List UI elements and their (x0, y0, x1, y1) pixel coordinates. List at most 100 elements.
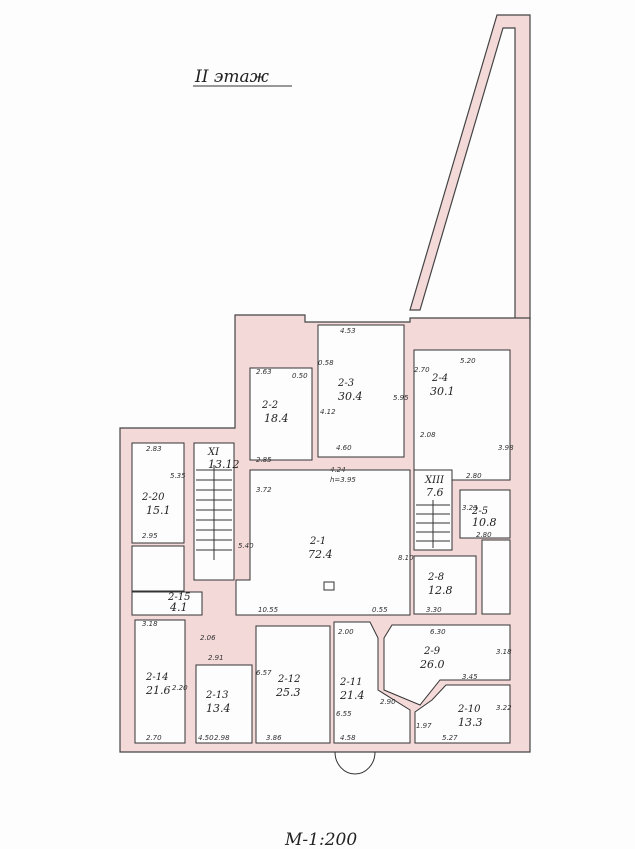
entrance-porch (334, 751, 376, 775)
room-id: 2-12 (277, 674, 300, 685)
dimension: 2.80 (466, 472, 482, 480)
dimension: 2.20 (172, 684, 188, 692)
room-id: 2-10 (457, 704, 481, 715)
room-2-13 (195, 664, 253, 744)
rooms (131, 324, 511, 744)
room-id: 2-15 (167, 592, 190, 603)
dimension: 4.60 (336, 444, 352, 452)
room-2-1 (235, 469, 411, 616)
room-area: 26.0 (419, 658, 445, 671)
room-2-12 (255, 625, 331, 744)
room-2-14 (134, 619, 186, 744)
annex-wall (409, 14, 531, 321)
dimension: 2.70 (414, 366, 430, 374)
room-id: 2-4 (431, 373, 448, 384)
room-id: 2-5 (471, 506, 488, 517)
dimension: 8.10 (398, 554, 414, 562)
room-area: 25.3 (275, 686, 301, 699)
dimension: 4.50 (198, 734, 214, 742)
room-id: 2-1 (309, 536, 326, 547)
dimension: 2.91 (208, 654, 224, 662)
dimension: 2.90 (380, 698, 396, 706)
dimension: 3.22 (496, 704, 512, 712)
dimension: 3.18 (496, 648, 512, 656)
stair-id: XIII (424, 475, 445, 486)
room-area: 15.1 (146, 504, 171, 517)
dimension: 6.55 (336, 710, 352, 718)
room-labels: 2-2 18.4 2-3 30.4 2-4 30.1 2-20 15.1 XI … (141, 373, 497, 729)
dimension: 3.86 (266, 734, 282, 742)
room-area: 13.3 (458, 716, 483, 729)
dimension: 1.97 (416, 722, 432, 730)
room-area: 21.4 (339, 689, 365, 702)
dimension: 3.72 (256, 486, 272, 494)
dimension: 3.23 (462, 504, 478, 512)
dimension: 4.53 (340, 327, 356, 335)
room-id: 2-11 (339, 677, 362, 688)
stair-area: 13.12 (208, 458, 240, 471)
column (323, 581, 335, 591)
dimension: 2.63 (256, 368, 272, 376)
dimension: 2.00 (338, 628, 354, 636)
dimension: 10.55 (258, 606, 279, 614)
room-2-15 (131, 591, 203, 616)
stair-id: XI (207, 447, 220, 458)
room-2-20 (131, 442, 185, 544)
room-id: 2-13 (205, 690, 228, 701)
dimension: 2.70 (146, 734, 162, 742)
room-area: 10.8 (472, 516, 497, 529)
dimension: 0.50 (292, 372, 308, 380)
room-area: 72.4 (308, 548, 333, 561)
stair-treads (196, 465, 450, 560)
dimension: 3.18 (142, 620, 158, 628)
dimension: 5.95 (393, 394, 409, 402)
scale-label: М-1:200 (284, 830, 357, 849)
dimension: 6.57 (256, 669, 272, 677)
dimension: 2.95 (142, 532, 158, 540)
dimension: 3.30 (426, 606, 442, 614)
dimension: 2.83 (146, 445, 162, 453)
dimension: 0.58 (318, 359, 334, 367)
dimension: 4.24 (330, 466, 346, 474)
dimension: h=3.95 (330, 476, 356, 484)
room-area: 4.1 (169, 601, 188, 614)
room-2-9 (383, 624, 511, 706)
room-id: 2-20 (141, 492, 165, 503)
room-area: 13.4 (206, 702, 231, 715)
dimension: 3.45 (462, 673, 478, 681)
dimension: 2.85 (256, 456, 272, 464)
dimension: 5.35 (170, 472, 186, 480)
dimension: 5.27 (442, 734, 458, 742)
room-2-5 (459, 489, 511, 539)
wc-block (481, 539, 511, 615)
dimension: 4.12 (320, 408, 336, 416)
room-2-3 (317, 324, 405, 458)
dimension: 3.98 (498, 444, 514, 452)
dimension: 2.06 (200, 634, 216, 642)
room-id: 2-8 (427, 572, 444, 583)
room-2-11 (333, 621, 411, 744)
dimension: 5.40 (238, 542, 254, 550)
room-2-4 (413, 349, 511, 481)
room-area: 12.8 (428, 584, 453, 597)
room-area: 21.6 (145, 684, 171, 697)
dimension-labels: 2.63 0.50 4.53 0.58 5.20 2.70 5.95 4.12 … (142, 327, 514, 742)
dimension: 6.30 (430, 628, 446, 636)
dimension: 5.20 (460, 357, 476, 365)
dimension: 2.98 (214, 734, 230, 742)
dimension: 4.58 (340, 734, 356, 742)
wc-left (131, 545, 185, 592)
room-area: 30.4 (338, 390, 363, 403)
room-2-8 (413, 555, 477, 615)
dimension: 0.55 (372, 606, 388, 614)
room-area: 30.1 (430, 385, 455, 398)
dimension: 2.80 (476, 531, 492, 539)
stair-area: 7.6 (426, 486, 444, 499)
room-id: 2-2 (261, 400, 278, 411)
dimension: 2.08 (420, 431, 436, 439)
room-id: 2-14 (145, 672, 168, 683)
floor-title: II этаж (194, 67, 270, 87)
room-area: 18.4 (264, 412, 289, 425)
room-2-2 (249, 367, 313, 461)
